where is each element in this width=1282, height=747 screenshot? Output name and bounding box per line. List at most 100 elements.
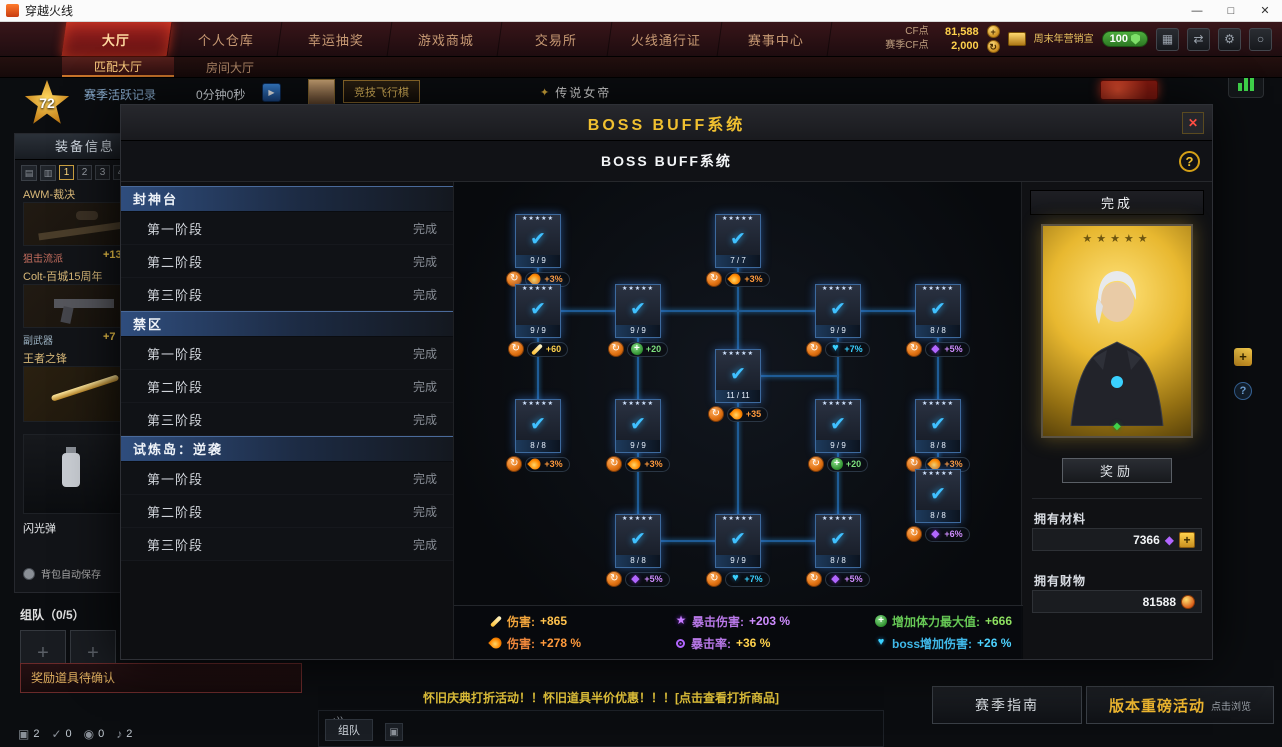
team-count: ▣2	[18, 727, 40, 741]
refresh-icon[interactable]: ↻	[707, 406, 724, 422]
refresh-icon[interactable]: ↻	[906, 526, 923, 542]
skill-node[interactable]: ★★★★★✔8 / 8 ↻+3%	[478, 399, 598, 472]
status-badge: 完成	[412, 287, 437, 302]
stage-row[interactable]: 第一阶段完成	[121, 212, 453, 245]
stage-row[interactable]: 第三阶段完成	[121, 403, 453, 436]
skill-node[interactable]: ★★★★★✔9 / 9 ↻+7%	[778, 284, 898, 357]
event-ribbon-icon[interactable]	[1100, 80, 1158, 100]
buff-pill: +7%	[725, 571, 770, 587]
nav-tab-storage[interactable]: 个人仓库	[171, 22, 283, 56]
close-modal-button[interactable]: ✕	[1182, 112, 1204, 134]
refresh-icon[interactable]: ↻	[606, 456, 623, 472]
season-cf-value: 2,000	[951, 40, 979, 52]
skill-node[interactable]: ★★★★★✔7 / 7 ↻+3%	[678, 214, 798, 287]
power-button[interactable]: ○	[1249, 27, 1272, 51]
stage-row[interactable]: 第二阶段完成	[121, 245, 453, 278]
chat-channel-button[interactable]: ▣	[385, 723, 403, 741]
equip-category-weapon-icon[interactable]: ▤	[21, 165, 37, 181]
skill-node[interactable]: ★★★★★✔8 / 8 ↻+5%	[578, 514, 698, 587]
grid-menu-button[interactable]: ▦	[1156, 27, 1179, 51]
refresh-icon[interactable]: ↻	[807, 456, 824, 472]
stage-row[interactable]: 第二阶段完成	[121, 370, 453, 403]
equip-tab-1[interactable]: 1	[59, 165, 74, 180]
refresh-icon[interactable]: ↻	[906, 341, 923, 357]
skill-node[interactable]: ★★★★★✔8 / 8 ↻+5%	[778, 514, 898, 587]
status-badge: 完成	[412, 254, 437, 269]
refresh-icon[interactable]: ↻	[906, 456, 923, 472]
stage-row[interactable]: 第二阶段完成	[121, 495, 453, 528]
skill-node[interactable]: ★★★★★✔11 / 11 ↻+35	[678, 349, 798, 422]
weapon-name[interactable]: AWM-裁决	[23, 189, 76, 201]
reward-pending-box[interactable]: 奖励道具待确认	[20, 663, 302, 693]
skill-node[interactable]: ★★★★★✔9 / 9 ↻+3%	[578, 399, 698, 472]
skill-node[interactable]: ★★★★★✔9 / 9 ↻+3%	[478, 214, 598, 287]
nav-tab-esports[interactable]: 赛事中心	[721, 22, 833, 56]
node-progress: 8 / 8	[916, 440, 960, 452]
event-chest-icon[interactable]	[1007, 32, 1026, 46]
nav-tab-hall[interactable]: 大厅	[61, 22, 173, 56]
stars-icon: ★★★★★	[822, 516, 854, 522]
node-progress: 9 / 9	[816, 440, 860, 452]
help-icon[interactable]: ?	[1179, 151, 1200, 172]
weapon-name[interactable]: Colt-百城15周年	[23, 271, 103, 283]
chat-tab-team[interactable]: 组队	[325, 719, 373, 741]
refresh-icon[interactable]: ↻	[507, 341, 524, 357]
skill-node[interactable]: ★★★★★✔8 / 8 ↻+5%	[878, 284, 998, 357]
nav-tab-lottery[interactable]: 幸运抽奖	[281, 22, 393, 56]
close-window-button[interactable]: ✕	[1260, 5, 1270, 17]
skill-card: ★★★★★✔9 / 9	[615, 284, 661, 338]
refresh-icon[interactable]: ↻	[706, 271, 723, 287]
refresh-icon[interactable]: ↻	[506, 456, 523, 472]
reward-button[interactable]: 奖励	[1062, 458, 1172, 483]
skill-node[interactable]: ★★★★★✔9 / 9 ↻+7%	[678, 514, 798, 587]
skill-node[interactable]: ★★★★★✔9 / 9 ↻+20	[578, 284, 698, 357]
skill-node[interactable]: ★★★★★✔9 / 9 ↻+60	[478, 284, 598, 357]
swap-button[interactable]: ⇄	[1187, 27, 1210, 51]
buff-value: +3%	[644, 459, 663, 469]
weapon-name[interactable]: 王者之锋	[23, 353, 67, 365]
stars-icon: ★★★★★	[922, 471, 954, 477]
nav-tab-battlepass[interactable]: 火线通行证	[611, 22, 723, 56]
stage-row[interactable]: 第三阶段完成	[121, 528, 453, 561]
version-event-button[interactable]: 版本重磅活动 点击浏览	[1086, 686, 1274, 724]
recharge-plus-icon[interactable]: +	[986, 25, 1000, 38]
check-icon: ✓	[51, 727, 62, 741]
help-icon[interactable]: ?	[1234, 382, 1252, 400]
refresh-icon[interactable]: ↻	[706, 571, 723, 587]
autosave-toggle[interactable]: 背包自动保存	[23, 566, 101, 581]
stage-row[interactable]: 第一阶段完成	[121, 462, 453, 495]
skill-node[interactable]: ★★★★★✔8 / 8 ↻+6%	[878, 469, 998, 542]
refresh-currency-icon[interactable]: ↻	[986, 40, 1000, 53]
add-icon[interactable]: +	[1234, 348, 1252, 366]
add-material-button[interactable]: +	[1179, 531, 1195, 548]
refresh-icon[interactable]: ↻	[607, 341, 624, 357]
refresh-icon[interactable]: ↻	[506, 271, 523, 287]
equip-category-gear-icon[interactable]: ▥	[40, 165, 56, 181]
refresh-icon[interactable]: ↻	[806, 341, 823, 357]
equip-tab-2[interactable]: 2	[77, 165, 92, 180]
refresh-icon[interactable]: ↻	[606, 571, 623, 587]
stage-row[interactable]: 第一阶段完成	[121, 337, 453, 370]
nav-tab-shop[interactable]: 游戏商城	[391, 22, 503, 56]
skill-node[interactable]: ★★★★★✔9 / 9 ↻+20	[778, 399, 898, 472]
buff-pill: +3%	[525, 456, 570, 472]
equip-tab-3[interactable]: 3	[95, 165, 110, 180]
nav-tab-exchange[interactable]: 交易所	[501, 22, 613, 56]
play-record-button[interactable]: ▶	[262, 83, 281, 102]
event-banner-text[interactable]: 周末年营销宣	[1033, 33, 1094, 45]
refresh-icon[interactable]: ↻	[806, 571, 823, 587]
mode-badge[interactable]: 竞技飞行棋	[343, 80, 420, 103]
announcement-marquee[interactable]: 怀旧庆典打折活动！！怀旧道具半价优惠！！！[点击查看打折商品]	[318, 686, 884, 708]
minimize-button[interactable]: —	[1191, 4, 1203, 17]
skill-node[interactable]: ★★★★★✔8 / 8 ↻+3%	[878, 399, 998, 472]
subnav-tab-room-hall[interactable]: 房间大厅	[205, 60, 254, 75]
stage-row[interactable]: 第三阶段完成	[121, 278, 453, 311]
chat-panel[interactable]: ◄)) 组队 ▣	[318, 710, 884, 747]
maximize-button[interactable]: □	[1227, 4, 1235, 17]
player-avatar[interactable]	[308, 79, 335, 106]
subnav-tab-match-hall[interactable]: 匹配大厅	[62, 57, 174, 77]
weapon-name[interactable]: 闪光弹	[23, 523, 56, 535]
season-guide-button[interactable]: 赛季指南	[932, 686, 1082, 724]
settings-gear-button[interactable]: ⚙	[1218, 27, 1241, 51]
stars-icon: ★★★★★	[722, 516, 754, 522]
